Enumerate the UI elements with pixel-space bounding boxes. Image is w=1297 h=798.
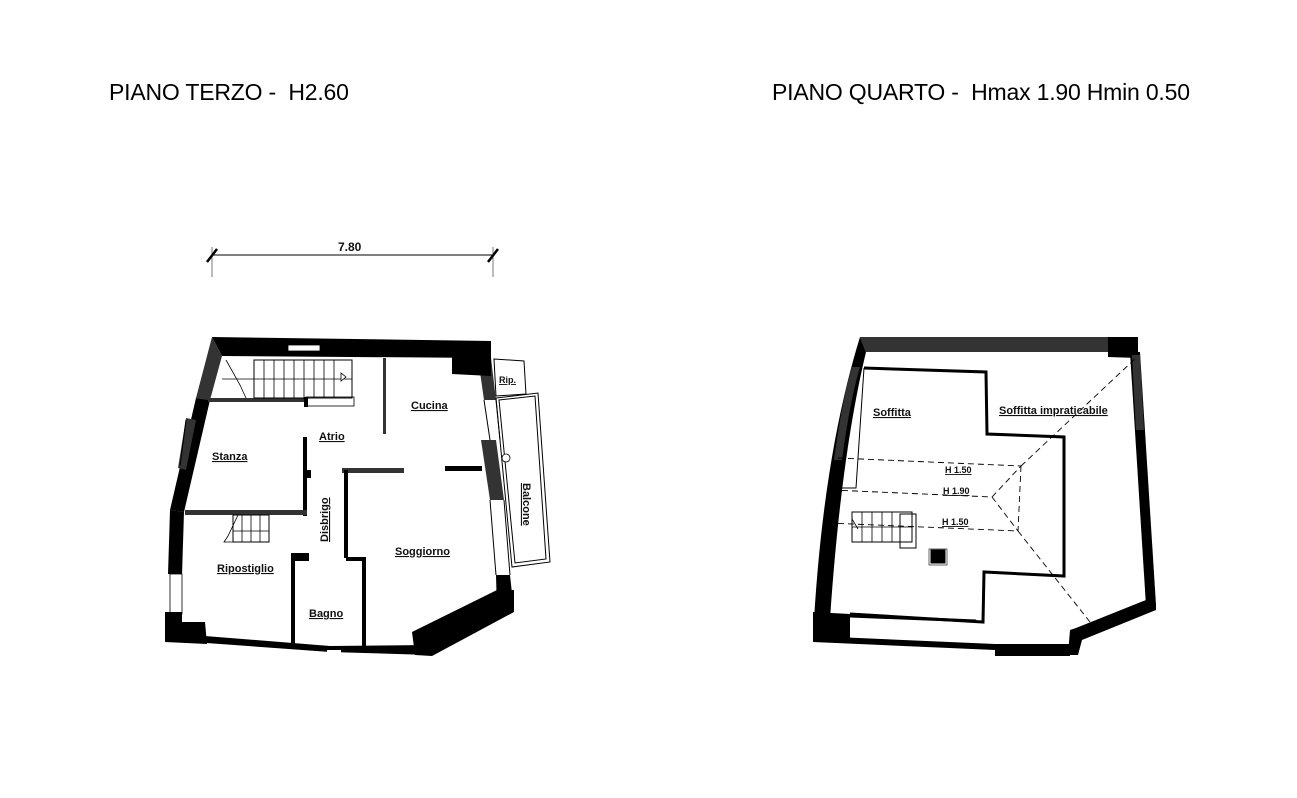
room-label-soggiorno: Soggiorno [395,546,450,558]
floor-title-piano-terzo: PIANO TERZO - H2.60 [109,79,349,105]
room-label-cucina: Cucina [411,400,449,412]
room-label-soffitta: Soffitta [873,407,912,419]
room-label-balcone: Balcone [520,483,532,526]
staircase-attic [851,511,917,549]
height-label-1: H 1.50 [945,465,972,475]
habitable-boundary [838,366,1066,624]
dimension-line: 7.80 [206,240,499,277]
chimney [930,549,946,564]
room-label-rip: Rip. [499,375,516,385]
room-label-disbrigo: Disbrigo [319,497,331,542]
room-label-atrio: Atrio [319,431,345,443]
interior-walls [185,358,482,650]
dimension-label: 7.80 [338,240,362,254]
room-label-bagno: Bagno [309,608,344,620]
roof-slope-lines [827,356,1138,623]
room-label-soffitta-impraticabile: Soffitta impraticabile [999,405,1108,417]
staircase-ripostiglio [223,514,270,543]
height-label-2: H 1.90 [943,486,970,496]
staircase-main [222,359,353,399]
plan-piano-quarto: Soffitta Soffitta impraticabile H 1.50 H… [813,337,1156,656]
exterior-walls-attic [813,337,1156,656]
exterior-walls [165,337,514,656]
height-label-3: H 1.50 [942,517,969,527]
room-label-ripostiglio: Ripostiglio [217,563,274,575]
floor-title-piano-quarto: PIANO QUARTO - Hmax 1.90 Hmin 0.50 [772,79,1190,105]
room-label-stanza: Stanza [212,451,248,463]
plan-piano-terzo: 7.80 [165,240,551,656]
balcony [493,358,551,568]
